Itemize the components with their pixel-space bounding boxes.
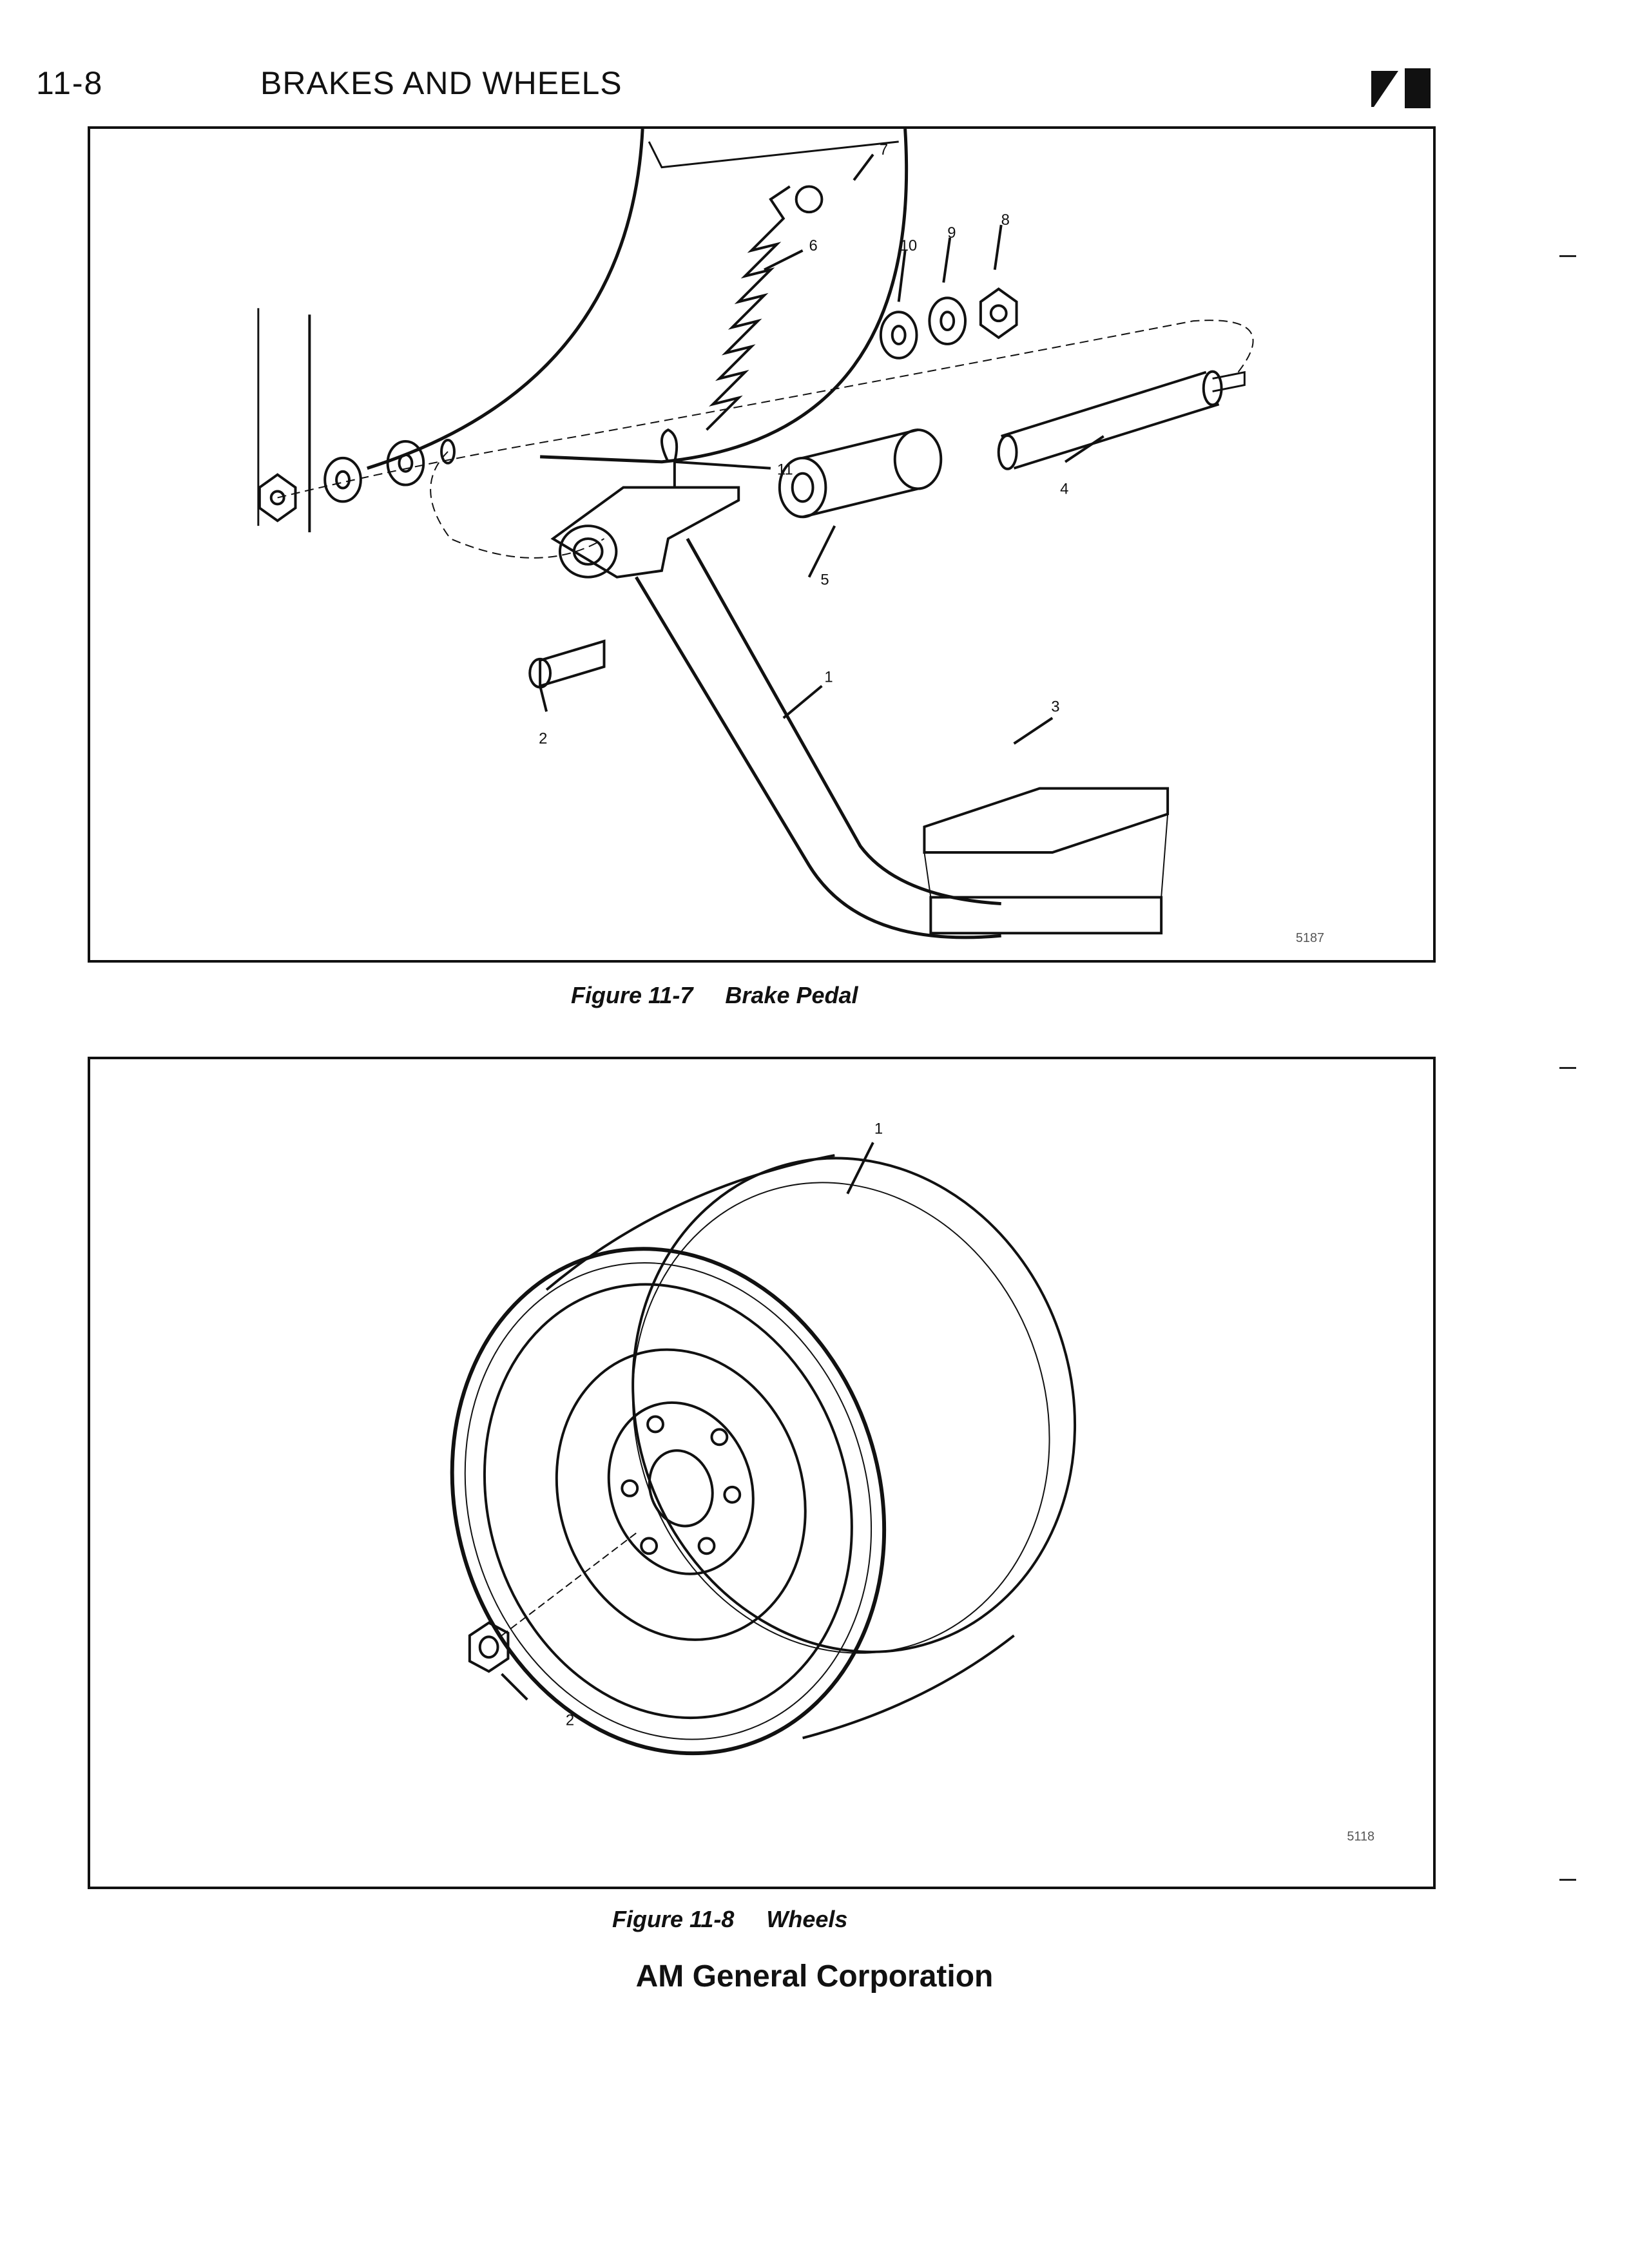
pivot-bolt-2 bbox=[539, 639, 606, 688]
callout-wheel-1: 1 bbox=[874, 1120, 883, 1137]
brand-logo-mark bbox=[1371, 68, 1431, 108]
footer-company-name: AM General Corporation bbox=[635, 1959, 994, 1994]
lock-washer-9 bbox=[928, 296, 967, 345]
figure-reference-number: 5187 bbox=[1296, 931, 1324, 945]
callout-11: 11 bbox=[777, 461, 793, 479]
wheel-illustration: 1 2 5118 bbox=[450, 1120, 1374, 1843]
callout-3: 3 bbox=[1051, 698, 1059, 715]
callout-1: 1 bbox=[824, 669, 833, 686]
pedal-arm bbox=[635, 576, 1001, 939]
figure-reference-number: 5118 bbox=[1347, 1829, 1374, 1843]
callout-7: 7 bbox=[880, 141, 888, 159]
cotter-pin-11 bbox=[660, 428, 679, 488]
callout-4: 4 bbox=[1060, 480, 1068, 497]
margin-mark bbox=[1559, 255, 1576, 257]
hub-hole bbox=[648, 1449, 714, 1528]
callout-8: 8 bbox=[1001, 211, 1010, 229]
callout-10: 10 bbox=[900, 237, 918, 255]
pedal-pivot-boss bbox=[550, 486, 740, 579]
left-nut bbox=[258, 473, 297, 523]
figure-brake-pedal: 7 6 8 9 10 11 4 5 1 3 2 5187 bbox=[88, 126, 1436, 963]
return-spring bbox=[706, 185, 791, 431]
nut-8 bbox=[979, 287, 1018, 340]
callout-6: 6 bbox=[809, 237, 818, 255]
figure-wheels: 1 2 5118 bbox=[88, 1057, 1436, 1889]
figure-caption-wheels: Figure 11-8 Wheels bbox=[612, 1906, 848, 1932]
pivot-shaft-4 bbox=[1001, 370, 1220, 470]
section-title: BRAKES AND WHEELS bbox=[260, 65, 622, 101]
brake-pedal-illustration: 7 6 8 9 10 11 4 5 1 3 2 5187 bbox=[257, 129, 1324, 945]
callout-lug-nut-2: 2 bbox=[566, 1712, 574, 1729]
page-number: 11-8 bbox=[36, 65, 104, 101]
washer-10 bbox=[879, 311, 918, 360]
lug-nut-2 bbox=[468, 1621, 510, 1673]
margin-mark bbox=[1559, 1067, 1576, 1069]
margin-mark bbox=[1559, 1879, 1576, 1881]
callout-5: 5 bbox=[820, 572, 829, 589]
left-flat-washer bbox=[386, 440, 425, 486]
figure-caption-brake-pedal: Figure 11-7 Brake Pedal bbox=[571, 982, 858, 1008]
wheel-rim-back bbox=[631, 1157, 1077, 1653]
callout-9: 9 bbox=[947, 224, 956, 242]
wheel-center-disc bbox=[555, 1348, 807, 1641]
callout-2: 2 bbox=[539, 730, 547, 747]
pedal-pad-3 bbox=[923, 787, 1170, 854]
backing-plate-curve bbox=[367, 129, 644, 470]
left-lock-washer bbox=[323, 456, 362, 503]
